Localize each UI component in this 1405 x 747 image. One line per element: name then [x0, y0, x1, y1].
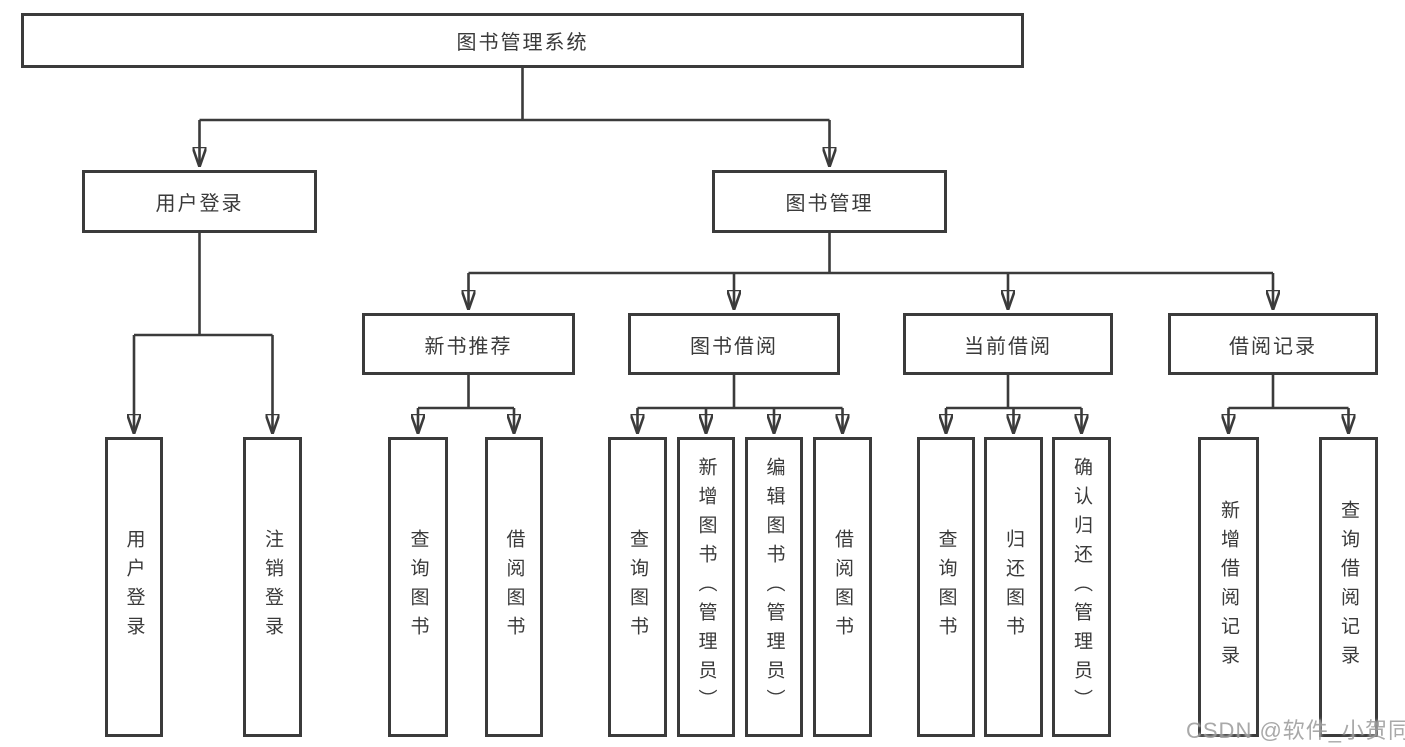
leaf-user-login-label: 用户登录	[123, 529, 145, 645]
leaf-add-borrow-record-label: 新增借阅记录	[1218, 500, 1239, 674]
leaf-query-books-borrowing-label: 查询图书	[627, 529, 648, 645]
node-current-borrowing-label: 当前借阅	[964, 335, 1052, 358]
node-book-management-label: 图书管理	[785, 193, 874, 215]
leaf-query-books-recommend-label: 查询图书	[407, 529, 429, 645]
leaf-logout-label: 注销登录	[262, 529, 283, 645]
leaf-confirm-return-admin: 确认归还（管理员）	[1052, 437, 1111, 737]
leaf-query-books-current-label: 查询图书	[935, 529, 957, 645]
node-book-management: 图书管理	[712, 170, 947, 233]
node-new-book-recommendation: 新书推荐	[362, 313, 575, 375]
leaf-return-books-label: 归还图书	[1003, 529, 1024, 645]
leaf-add-book-admin-label: 新增图书（管理员）	[695, 456, 717, 718]
node-borrowing-records-label: 借阅记录	[1229, 335, 1317, 358]
node-new-book-recommendation-label: 新书推荐	[424, 335, 513, 358]
leaf-edit-book-admin-label: 编辑图书（管理员）	[763, 456, 785, 718]
leaf-edit-book-admin: 编辑图书（管理员）	[745, 437, 803, 737]
leaf-user-login: 用户登录	[105, 437, 163, 737]
node-current-borrowing: 当前借阅	[903, 313, 1113, 375]
node-user-login-label: 用户登录	[155, 193, 244, 215]
leaf-query-books-current: 查询图书	[917, 437, 975, 737]
leaf-borrow-books-borrowing-label: 借阅图书	[832, 529, 853, 645]
leaf-borrow-books-recommend-label: 借阅图书	[503, 529, 525, 645]
leaf-borrow-books-recommend: 借阅图书	[485, 437, 543, 737]
leaf-query-books-recommend: 查询图书	[388, 437, 448, 737]
leaf-return-books: 归还图书	[984, 437, 1043, 737]
node-root-label: 图书管理系统	[456, 32, 589, 54]
node-book-borrowing-label: 图书借阅	[690, 335, 778, 358]
leaf-add-borrow-record: 新增借阅记录	[1198, 437, 1259, 737]
leaf-query-borrow-record: 查询借阅记录	[1319, 437, 1378, 737]
node-user-login: 用户登录	[82, 170, 317, 233]
node-borrowing-records: 借阅记录	[1168, 313, 1378, 375]
csdn-watermark: CSDN @软件_小贺同学	[1186, 718, 1405, 743]
leaf-add-book-admin: 新增图书（管理员）	[677, 437, 735, 737]
leaf-query-borrow-record-label: 查询借阅记录	[1338, 500, 1359, 674]
leaf-borrow-books-borrowing: 借阅图书	[813, 437, 872, 737]
node-root: 图书管理系统	[21, 13, 1024, 68]
leaf-query-books-borrowing: 查询图书	[608, 437, 667, 737]
node-book-borrowing: 图书借阅	[628, 313, 840, 375]
leaf-logout: 注销登录	[243, 437, 302, 737]
leaf-confirm-return-admin-label: 确认归还（管理员）	[1071, 456, 1092, 718]
